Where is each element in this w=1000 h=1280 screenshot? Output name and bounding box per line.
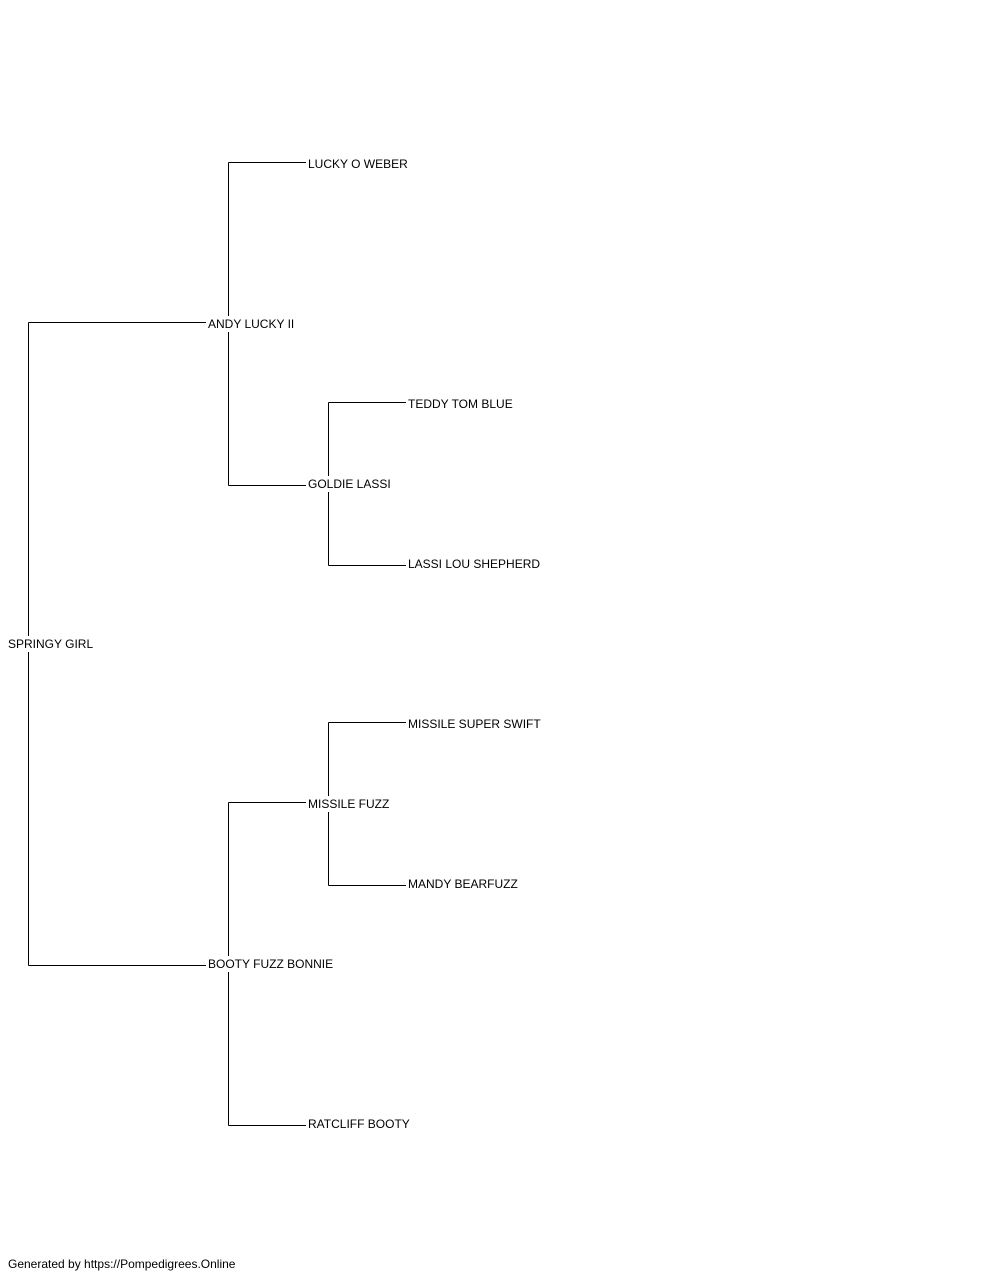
subject-name: SPRINGY GIRL xyxy=(8,636,94,652)
sire-dam-dam-name: LASSI LOU SHEPHERD xyxy=(408,556,541,572)
sire-dam-name: GOLDIE LASSI xyxy=(308,476,391,492)
generated-by-footer: Generated by https://Pompedigrees.Online xyxy=(8,1257,236,1271)
sire-name: ANDY LUCKY II xyxy=(208,316,295,332)
sire-sire-name: LUCKY O WEBER xyxy=(308,156,408,172)
dam-sire-sire-name: MISSILE SUPER SWIFT xyxy=(408,716,541,732)
dam-name: BOOTY FUZZ BONNIE xyxy=(208,956,334,972)
dam-sire-dam-name: MANDY BEARFUZZ xyxy=(408,876,518,892)
dam-dam-name: RATCLIFF BOOTY xyxy=(308,1116,410,1132)
sire-dam-sire-name: TEDDY TOM BLUE xyxy=(408,396,513,412)
dam-sire-name: MISSILE FUZZ xyxy=(308,796,390,812)
